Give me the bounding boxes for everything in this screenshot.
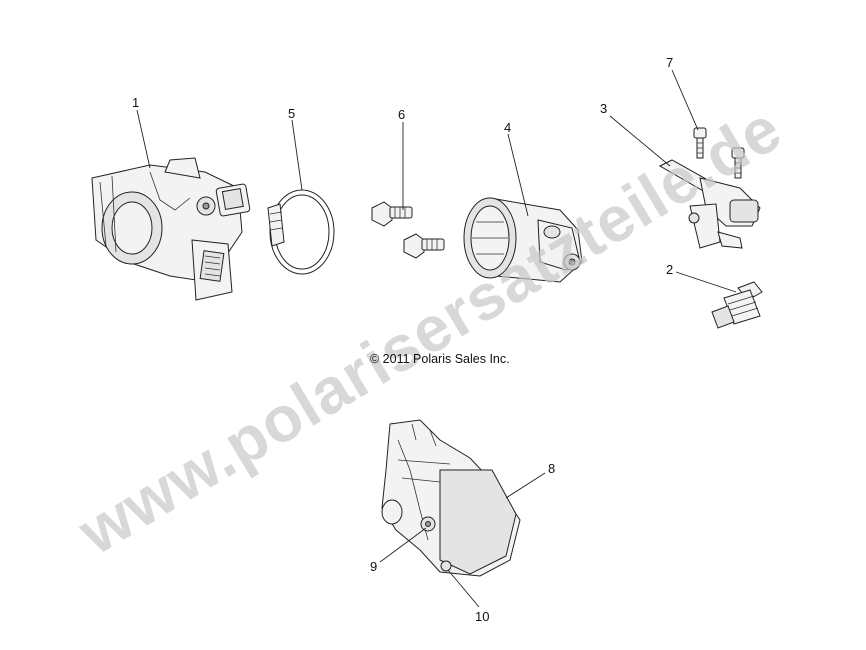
callout-6: 6 xyxy=(398,107,406,122)
callout-10: 10 xyxy=(475,609,490,624)
bolt-part-lower xyxy=(403,233,445,259)
intake-adapter-part xyxy=(463,197,583,283)
callout-3: 3 xyxy=(600,101,608,116)
callout-8: 8 xyxy=(548,461,556,476)
fuel-rail-part xyxy=(658,159,761,249)
callout-4: 4 xyxy=(504,120,512,135)
callout-7: 7 xyxy=(666,55,674,70)
callout-1: 1 xyxy=(132,95,140,110)
callout-2: 2 xyxy=(666,262,674,277)
screw-part-right xyxy=(731,147,745,179)
bolt-part-upper xyxy=(371,201,413,227)
callout-9: 9 xyxy=(370,559,378,574)
leader-lines xyxy=(136,69,737,608)
callout-5: 5 xyxy=(288,106,296,121)
fuel-injector-part xyxy=(711,281,763,329)
screw-part-left xyxy=(693,127,707,159)
throttle-body-part xyxy=(91,157,251,301)
copyright-notice: © 2011 Polaris Sales Inc. xyxy=(370,352,510,366)
clamp-band-part xyxy=(267,189,335,275)
throttle-body-cover-part xyxy=(381,419,521,577)
